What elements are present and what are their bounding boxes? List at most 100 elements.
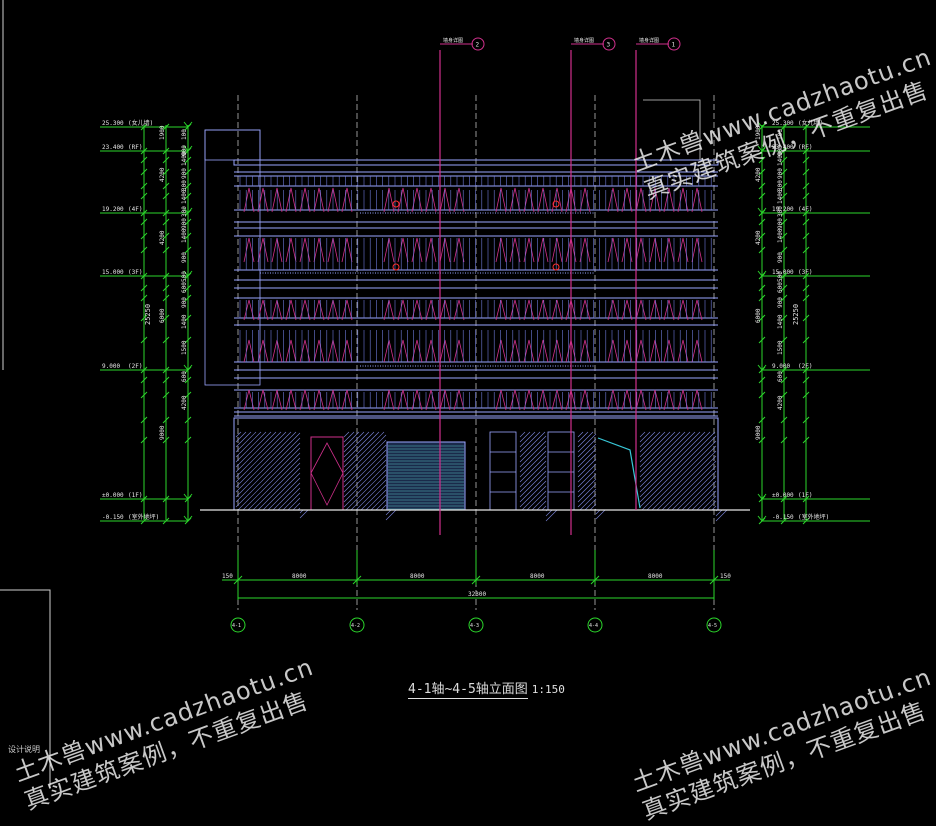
wall-hatch [272, 482, 301, 511]
wall-hatch [651, 445, 717, 511]
window-opening [341, 299, 353, 321]
dim-value: 900 [181, 218, 188, 229]
window-opening [439, 299, 451, 321]
window-opening [257, 237, 269, 263]
axis-bubble[interactable] [706, 617, 722, 633]
level-value: 9.000 [102, 363, 120, 370]
window-opening [285, 389, 297, 411]
wall-hatch [519, 460, 547, 488]
callout-bubble[interactable] [471, 37, 485, 51]
dim-tick [184, 376, 192, 384]
dim-value: 600 [777, 371, 784, 382]
section-callouts: 墙身详图 墙身详图 墙身详图 2 3 1 [439, 37, 701, 535]
level-value: -0.150 [772, 514, 794, 521]
window-opening [649, 389, 661, 411]
axis-label: 4-1 [232, 623, 241, 629]
wall-hatch [526, 490, 547, 511]
level-value: -0.150 [102, 514, 124, 521]
dim-tick [758, 416, 766, 424]
axis-bubble[interactable] [349, 617, 365, 633]
dim-value: 100 [181, 129, 188, 140]
axis-bubble[interactable] [587, 617, 603, 633]
wall-hatch [235, 431, 297, 493]
window-opening [397, 237, 409, 263]
window-opening [537, 389, 549, 411]
dim-tick [758, 246, 766, 254]
callout-bubble[interactable] [667, 37, 681, 51]
window-opening [495, 389, 507, 411]
window-opening [691, 389, 703, 411]
window-opening [257, 339, 269, 363]
wall-hatch [350, 474, 387, 511]
dim-tick [162, 391, 170, 399]
window-opening [313, 187, 325, 213]
callout-bubble[interactable] [602, 37, 616, 51]
dim-tick [780, 168, 788, 176]
wall-hatch [639, 431, 676, 468]
window-opening [271, 187, 283, 213]
dim-tick [780, 192, 788, 200]
axis-bubble[interactable] [468, 617, 484, 633]
wall-hatch [696, 490, 717, 511]
level-tag: (4F) [798, 206, 812, 213]
wall-hatch [577, 448, 597, 468]
level-tag: (RF) [128, 144, 142, 151]
window-opening [523, 299, 535, 321]
axis-bubble[interactable] [230, 617, 246, 633]
dim-value: 900 [181, 297, 188, 308]
dim-tick [758, 284, 766, 292]
drawing-title: 4-1轴~4-5轴立面图 [408, 682, 528, 699]
window-opening [635, 339, 647, 363]
dim-value: 6000 [159, 308, 166, 323]
cad-drawing-canvas[interactable]: 设计说明 [0, 0, 936, 788]
dim-tick [140, 336, 148, 344]
level-tag: (1F) [128, 492, 142, 499]
window-opening [509, 389, 521, 411]
window-opening [691, 237, 703, 263]
wall-hatch [577, 438, 597, 458]
background [0, 0, 936, 788]
level-value: 19.200 [772, 206, 794, 213]
wall-hatch [639, 431, 701, 493]
wall-hatch [235, 431, 247, 443]
wall-hatch [545, 509, 558, 522]
wall-hatch [584, 498, 597, 511]
window-opening [663, 389, 675, 411]
wall-hatch [519, 435, 547, 463]
wall-hatch [577, 488, 597, 508]
wall-hatch [595, 509, 601, 515]
level-value: ±0.000 [102, 492, 124, 499]
wall-hatch [247, 457, 301, 511]
wall-hatch [519, 431, 526, 438]
dim-value: 4200 [755, 167, 762, 182]
wall-hatch [519, 470, 547, 498]
window-opening [453, 389, 465, 411]
window-opening [341, 237, 353, 263]
wall-hatch [681, 475, 717, 511]
dim-tick [780, 294, 788, 302]
dim-value: 100 [777, 129, 784, 140]
dim-tick [162, 168, 170, 176]
level-tag: (室外地坪) [128, 513, 159, 521]
dim-value: 1400 [181, 189, 188, 204]
dim-tick [162, 232, 170, 240]
wall-hatch [235, 431, 267, 463]
level-value: 25.300 [772, 120, 794, 127]
callout-label: 墙身详图 [443, 37, 463, 44]
wall-hatch [589, 503, 597, 511]
dim-tick [758, 391, 766, 399]
dim-value: 500 [777, 271, 784, 282]
wall-hatch [299, 509, 309, 519]
dim-total: 32300 [468, 591, 486, 598]
wall-hatch [536, 500, 547, 511]
wall-hatch [355, 479, 387, 511]
dim-tick [162, 246, 170, 254]
dim-tick [758, 218, 766, 226]
level-value: 15.000 [772, 269, 794, 276]
wall-hatch [519, 431, 531, 443]
bottom-dimensions: 150 150 8000 8000 8000 8000 32300 [222, 550, 731, 600]
wall-hatch [639, 431, 646, 438]
window-opening [579, 339, 591, 363]
dim-value: 1900 [159, 125, 166, 140]
dim-tick [758, 336, 766, 344]
